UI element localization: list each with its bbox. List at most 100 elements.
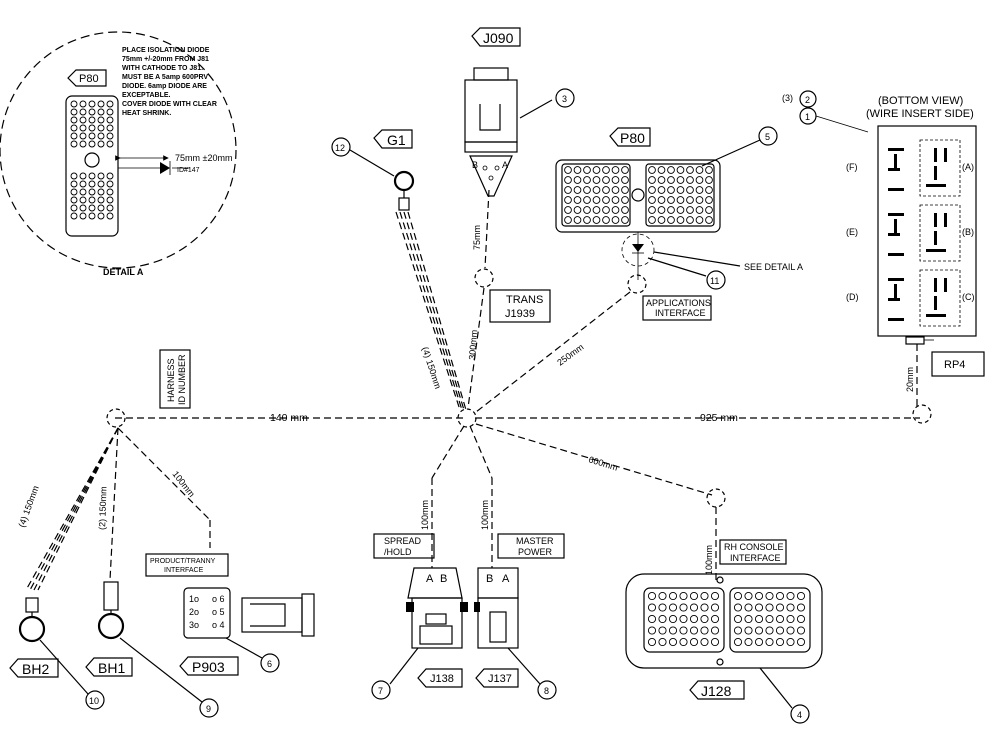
relay-item-1-bubble: 1 — [799, 107, 817, 125]
j137-tag: J137 — [475, 668, 519, 688]
connector-pin — [765, 637, 774, 647]
connector-pin — [695, 176, 704, 184]
connector-pin — [648, 206, 656, 214]
relay-item-b: 1 — [805, 112, 810, 122]
relay-terminal — [926, 184, 946, 187]
connector-pin — [686, 166, 694, 174]
relay-right-label-c: (C) — [962, 292, 975, 302]
connector-pin — [583, 176, 591, 184]
j128-pin-grid — [647, 591, 806, 647]
connector-pin — [679, 626, 688, 635]
j137-label-line-2: POWER — [518, 547, 553, 557]
connector-pin — [710, 626, 720, 635]
detail-a-tag: P80 — [67, 69, 107, 87]
connector-pin — [667, 216, 675, 224]
connector-pin — [70, 204, 78, 212]
connector-pin — [592, 166, 601, 174]
relay-item-c: (3) — [782, 93, 793, 103]
connector-pin — [695, 216, 704, 224]
j128-item-number: 4 — [797, 710, 802, 720]
connector-pin — [733, 626, 743, 635]
connector-pin — [775, 614, 785, 624]
connector-pin — [97, 116, 105, 124]
connector-pin — [668, 603, 678, 612]
relay-title-2: (WIRE INSERT SIDE) — [866, 108, 974, 120]
relay-terminal — [934, 166, 937, 180]
j137-item-number: 8 — [544, 686, 549, 696]
connector-pin — [796, 637, 806, 647]
connector-pin — [686, 176, 694, 184]
detail-a-diode-ref: ID#147 — [177, 167, 200, 174]
connector-pin — [744, 637, 753, 647]
connector-pin — [70, 140, 78, 148]
connector-pin — [564, 166, 572, 174]
connector-pin — [775, 603, 785, 612]
rp4-branch-dimension: 20mm — [905, 367, 915, 392]
connector-pin — [754, 614, 764, 624]
connector-pin — [79, 188, 87, 196]
connector-pin — [88, 108, 96, 116]
detail-a-title: DETAIL A — [103, 267, 144, 277]
relay-socket — [919, 139, 961, 197]
connector-pin — [686, 196, 694, 204]
j138-pin-a: A — [426, 573, 434, 585]
connector-pin — [676, 176, 685, 184]
connector-pin — [97, 108, 105, 116]
connector-pin — [611, 166, 620, 174]
connector-pin — [676, 166, 685, 174]
connector-pin — [106, 196, 114, 204]
connector-pin — [564, 176, 572, 184]
connector-pin — [689, 626, 699, 635]
connector-j138: SPREAD /HOLD A B J138 7 — [371, 533, 468, 700]
connector-pin — [667, 166, 675, 174]
j138-label-line-1: SPREAD — [384, 536, 422, 546]
connector-pin — [679, 591, 688, 601]
relay-item-a: 2 — [805, 95, 810, 105]
connector-pin — [786, 614, 795, 624]
connector-j090: J090 B A 3 — [464, 27, 575, 197]
see-detail-a-label: SEE DETAIL A — [744, 262, 803, 272]
p80-tag: P80 — [609, 127, 651, 147]
j090-item-bubble: 3 — [555, 88, 575, 108]
connector-pin — [657, 216, 666, 224]
j138-item-number: 7 — [378, 686, 383, 696]
connector-pin — [700, 614, 709, 624]
connector-pin — [583, 196, 591, 204]
connector-pin — [106, 188, 114, 196]
connector-pin — [79, 108, 87, 116]
bh2-tag-label: BH2 — [22, 661, 49, 677]
connector-pin — [647, 626, 657, 635]
connector-pin — [647, 603, 657, 612]
bh2-tag: BH2 — [9, 658, 59, 678]
connector-pin — [733, 591, 743, 601]
connector-pin — [657, 206, 666, 214]
connector-pin — [70, 196, 78, 204]
connector-pin — [679, 603, 688, 612]
relay-terminal — [888, 318, 904, 321]
connector-pin — [602, 186, 610, 194]
connector-pin — [676, 196, 685, 204]
connector-pin — [88, 124, 96, 132]
j138-branch-dimension: 100mm — [420, 500, 430, 530]
connector-pin — [658, 603, 667, 612]
connector-pin — [700, 603, 709, 612]
connector-pin — [79, 124, 87, 132]
connector-pin — [700, 637, 709, 647]
connector-pin — [88, 172, 96, 180]
connector-pin — [733, 603, 743, 612]
connector-pin — [668, 591, 678, 601]
connector-pin — [667, 196, 675, 204]
j138-tag-label: J138 — [430, 673, 454, 685]
connector-pin — [88, 100, 96, 108]
connector-pin — [97, 180, 105, 188]
connector-pin — [667, 186, 675, 194]
connector-pin — [786, 603, 795, 612]
connector-pin — [621, 166, 629, 174]
j137-label-box: MASTER POWER — [497, 533, 565, 559]
p80-item-bubble: 5 — [758, 126, 778, 146]
j128-label-box: RH CONSOLE INTERFACE — [719, 539, 787, 565]
j137-item-bubble: 8 — [537, 680, 557, 700]
relay-terminal — [934, 231, 937, 245]
j090-tag-label: J090 — [483, 30, 514, 46]
connector-pin — [621, 206, 629, 214]
